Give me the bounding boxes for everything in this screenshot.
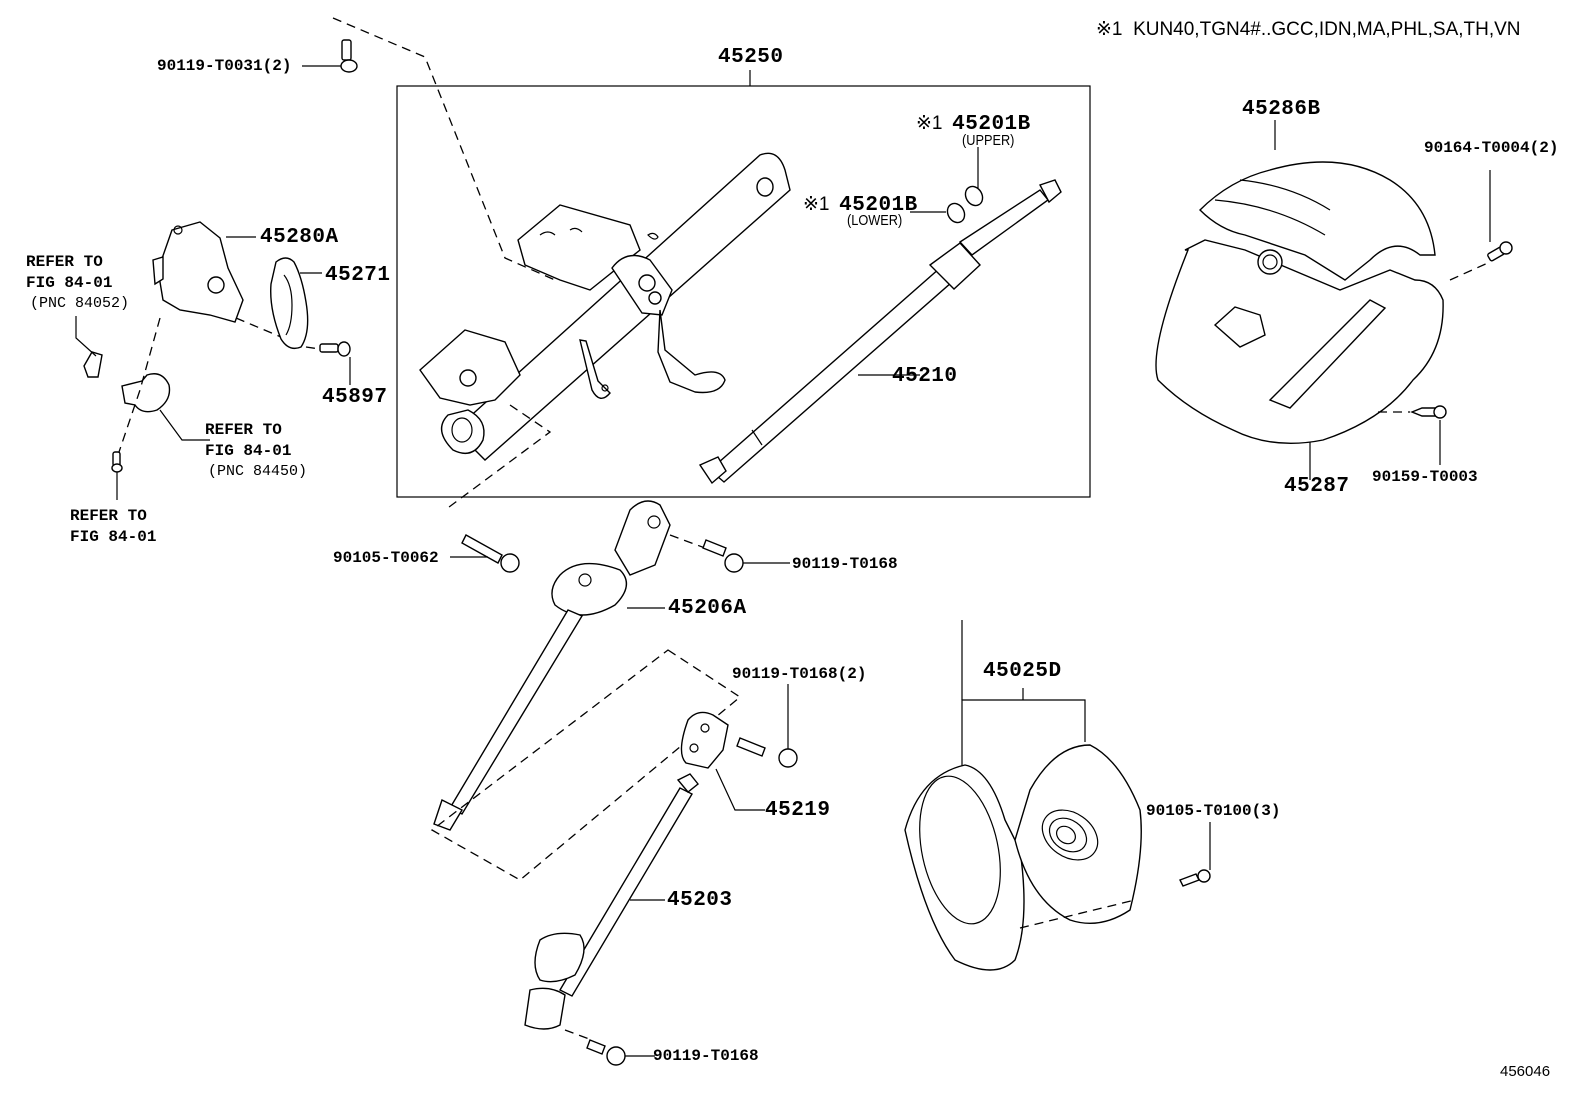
ref-84450-line2: FIG 84-01	[205, 442, 292, 460]
part-label-45287[interactable]: 45287	[1284, 475, 1350, 498]
dashed-leader-lock-cylinder	[117, 317, 161, 456]
lock-cylinder-84450-icon	[121, 373, 210, 441]
part-label-45201B-lower[interactable]: ※1 45201B	[803, 193, 918, 216]
figure-number: 456046	[1500, 1063, 1551, 1080]
part-label-45897[interactable]: 45897	[322, 386, 388, 409]
part-label-45203[interactable]: 45203	[667, 889, 733, 912]
bolt-45897-icon	[305, 341, 351, 385]
part-label-45271[interactable]: 45271	[325, 264, 391, 287]
ref-84052-line1: REFER TO	[26, 253, 103, 271]
snap-ring-upper-icon	[964, 147, 984, 207]
part-label-45286B[interactable]: 45286B	[1242, 98, 1321, 121]
bolt-90105-T0062-icon	[450, 534, 520, 573]
part-label-90119-T0168-lower[interactable]: 90119-T0168	[653, 1047, 759, 1065]
snap-ring-lower-icon	[910, 202, 966, 224]
bolt-90119-T0168-upper-icon	[669, 534, 790, 573]
lower-part-number: 45201B	[839, 194, 918, 217]
screw-90159-T0003-icon	[1378, 405, 1447, 465]
cover-plate-45271-icon	[270, 257, 322, 350]
dashed-box-45203	[430, 649, 742, 881]
lower-marker: ※1	[803, 194, 830, 215]
screw-90164-T0004-icon	[1449, 170, 1513, 281]
ref-84052-line2: FIG 84-01	[26, 274, 113, 292]
bolt-90105-T0100-icon	[1179, 822, 1211, 887]
part-label-45280A[interactable]: 45280A	[260, 226, 339, 249]
steering-column-tube-icon	[419, 152, 791, 461]
part-label-45025D[interactable]: 45025D	[983, 660, 1062, 683]
part-label-90105-T0062[interactable]: 90105-T0062	[333, 549, 439, 567]
part-label-45219[interactable]: 45219	[765, 799, 831, 822]
upper-part-number: 45201B	[952, 113, 1031, 136]
upper-column-cover-45286B-icon	[1199, 120, 1436, 281]
part-label-90159-T0003[interactable]: 90159-T0003	[1372, 468, 1478, 486]
lower-column-cover-45287-icon	[1155, 239, 1444, 480]
ref-screw-line2: FIG 84-01	[70, 528, 157, 546]
yoke-45219-icon	[680, 711, 765, 811]
bracket-45280A-icon	[152, 221, 301, 346]
lower-qualifier: (LOWER)	[847, 212, 903, 229]
part-label-90119-T0168-pair[interactable]: 90119-T0168(2)	[732, 665, 867, 683]
part-label-90164-T0004[interactable]: 90164-T0004(2)	[1424, 139, 1559, 157]
part-label-45201B-upper[interactable]: ※1 45201B	[916, 112, 1031, 135]
part-label-90105-T0100[interactable]: 90105-T0100(3)	[1146, 802, 1281, 820]
part-label-45206A[interactable]: 45206A	[668, 597, 747, 620]
dashed-leader-bolt-column	[332, 17, 556, 281]
hole-cover-45025D-icon	[904, 620, 1142, 971]
note-text: KUN40,TGN4#..GCC,IDN,MA,PHL,SA,TH,VN	[1133, 19, 1521, 40]
assembly-label-45250[interactable]: 45250	[718, 46, 784, 69]
main-shaft-45210-icon	[698, 179, 1062, 485]
shaft-45203-icon	[524, 773, 699, 1041]
bolt-90119-T0168-lower-icon	[586, 1039, 655, 1066]
ref-84052-line3: (PNC 84052)	[30, 295, 130, 312]
connector-84052-icon	[75, 316, 103, 378]
intermediate-shaft-45206A-icon	[433, 500, 671, 831]
ref-84450-line1: REFER TO	[205, 421, 282, 439]
screw-reference-icon	[111, 451, 123, 500]
header-note: ※1 KUN40,TGN4#..GCC,IDN,MA,PHL,SA,TH,VN	[1096, 18, 1521, 41]
dashed-leader-column-intermediate	[444, 404, 552, 511]
upper-qualifier: (UPPER)	[962, 132, 1015, 149]
ref-84450-line3: (PNC 84450)	[208, 463, 308, 480]
part-label-90119-T0168-upper[interactable]: 90119-T0168	[792, 555, 898, 573]
part-label-90119-T0031[interactable]: 90119-T0031(2)	[157, 57, 292, 75]
bolt-90119-T0031-icon	[302, 39, 358, 73]
part-label-45210[interactable]: 45210	[892, 365, 958, 388]
note-marker: ※1	[1096, 19, 1123, 40]
bolt-90119-T0168-pair-icon	[736, 684, 798, 768]
ref-screw-line1: REFER TO	[70, 507, 147, 525]
assembly-box-45250	[396, 70, 1091, 498]
upper-marker: ※1	[916, 113, 943, 134]
